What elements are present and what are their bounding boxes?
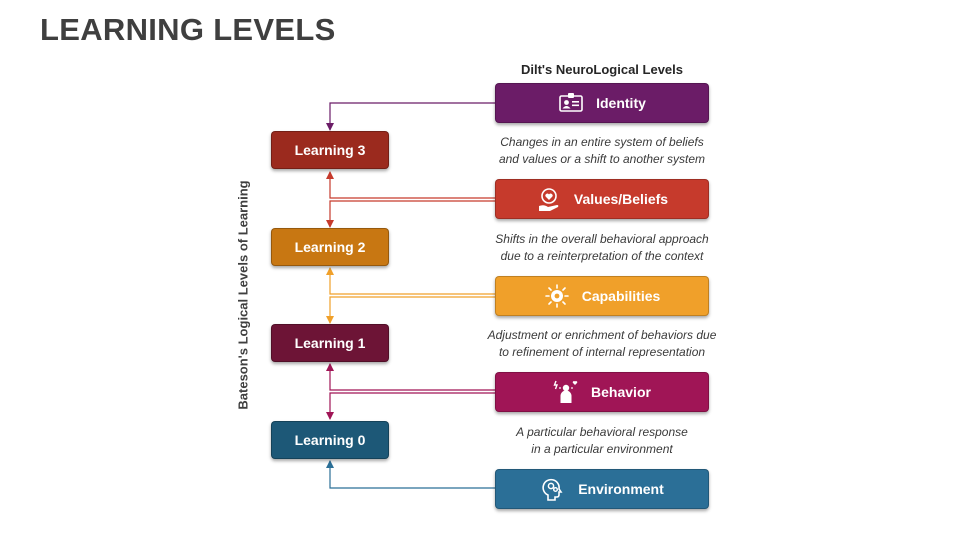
behavior-box: Behavior xyxy=(495,372,709,412)
connector-environment xyxy=(326,460,495,489)
description-line: to refinement of internal representation xyxy=(498,345,706,359)
connector-behavior-up xyxy=(326,363,495,391)
connector-values-down xyxy=(326,200,495,228)
description-line: Adjustment or enrichment of behaviors du… xyxy=(487,328,717,342)
description-line: Changes in an entire system of beliefs xyxy=(500,135,704,149)
learning-3-box: Learning 3 xyxy=(271,131,389,169)
learning-0-box: Learning 0 xyxy=(271,421,389,459)
id-card-icon xyxy=(558,90,584,116)
description-learning-2: Shifts in the overall behavioral approac… xyxy=(470,231,734,265)
connector-values-up xyxy=(326,171,495,199)
behavior-label: Behavior xyxy=(591,384,651,400)
identity-label: Identity xyxy=(596,95,646,111)
brain-gear-icon xyxy=(544,283,570,309)
description-learning-1: Adjustment or enrichment of behaviors du… xyxy=(470,327,734,361)
head-gears-icon xyxy=(540,476,566,502)
description-line: and values or a shift to another system xyxy=(498,152,706,166)
learning-0-label: Learning 0 xyxy=(294,432,366,448)
capabilities-box: Capabilities xyxy=(495,276,709,316)
learning-2-box: Learning 2 xyxy=(271,228,389,266)
learning-1-box: Learning 1 xyxy=(271,324,389,362)
environment-box: Environment xyxy=(495,469,709,509)
description-learning-0: A particular behavioral response in a pa… xyxy=(470,424,734,458)
learning-1-label: Learning 1 xyxy=(294,335,366,351)
person-emotion-icon xyxy=(553,379,579,405)
capabilities-label: Capabilities xyxy=(581,288,661,304)
learning-3-label: Learning 3 xyxy=(294,142,366,158)
environment-label: Environment xyxy=(578,481,664,497)
values-beliefs-box: Values/Beliefs xyxy=(495,179,709,219)
learning-2-label: Learning 2 xyxy=(294,239,366,255)
description-line: in a particular environment xyxy=(531,442,673,456)
values-beliefs-label: Values/Beliefs xyxy=(573,191,669,207)
description-line: Shifts in the overall behavioral approac… xyxy=(495,232,709,246)
connector-capabilities-down xyxy=(326,296,495,324)
connector-identity xyxy=(326,102,495,131)
description-line: due to a reinterpretation of the context xyxy=(500,249,704,263)
page-title: LEARNING LEVELS xyxy=(40,12,336,47)
dilts-levels-heading: Dilt's NeuroLogical Levels xyxy=(520,62,684,77)
description-learning-3: Changes in an entire system of beliefs a… xyxy=(470,134,734,168)
connector-behavior-down xyxy=(326,392,495,420)
connector-capabilities-up xyxy=(326,267,495,295)
description-line: A particular behavioral response xyxy=(516,425,688,439)
heart-hand-icon xyxy=(536,186,562,212)
identity-box: Identity xyxy=(495,83,709,123)
